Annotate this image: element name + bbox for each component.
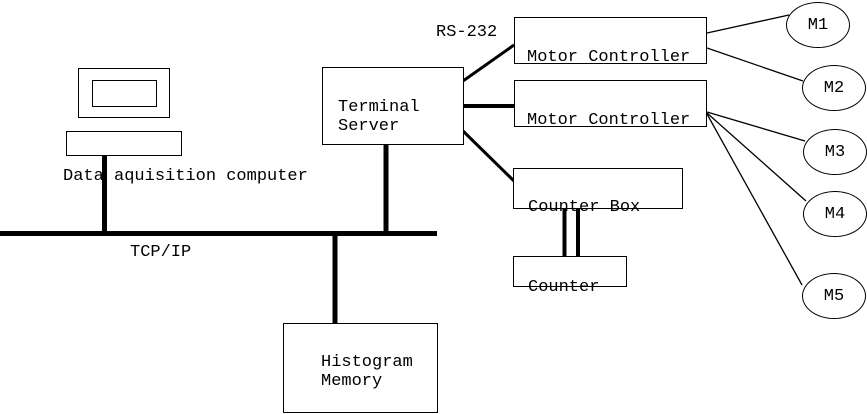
tcpip-label: TCP/IP [130, 243, 192, 262]
motor-node-m2: M2 [802, 65, 866, 111]
counter-unit-label: Counter [528, 278, 600, 297]
motor-controller-1-label: Motor Controller [527, 48, 691, 67]
mc2-m4-line [706, 112, 807, 202]
motor-controller-1-box: Motor Controller [514, 17, 707, 67]
motor-m1-label: M1 [807, 15, 829, 35]
motor-controller-2-label: Motor Controller [527, 111, 691, 130]
histogram-memory-box: Histogram Memory [283, 323, 438, 413]
mc2-m3-line [706, 111, 806, 142]
motor-m2-label: M2 [823, 78, 845, 98]
terminal-server-box: Terminal Server [322, 67, 464, 145]
keyboard-icon [66, 131, 182, 156]
counter-box-label: Counter Box [528, 198, 641, 217]
mc1-m1-line [706, 14, 790, 34]
counter-unit-box: Counter [513, 256, 627, 297]
mc1-m2-line [706, 47, 804, 82]
histogram-memory-label: Histogram Memory [321, 353, 413, 391]
terminal-server-label: Terminal Server [338, 98, 420, 136]
motor-m5-label: M5 [823, 286, 845, 306]
counter-box: Counter Box [513, 168, 683, 217]
mc2-m5-line [706, 113, 803, 286]
rs232-link-counterbox [461, 129, 516, 183]
data-acquisition-computer-label: Data aquisition computer [63, 167, 308, 186]
motor-node-m4: M4 [803, 191, 867, 237]
motor-node-m3: M3 [803, 129, 867, 175]
rs232-link-mc1 [462, 43, 515, 83]
motor-m4-label: M4 [824, 204, 846, 224]
motor-node-m1: M1 [786, 2, 850, 48]
motor-node-m5: M5 [802, 273, 866, 319]
motor-m3-label: M3 [824, 142, 846, 162]
monitor-screen-icon [92, 80, 157, 107]
rs232-label: RS-232 [436, 23, 498, 42]
motor-controller-2-box: Motor Controller [514, 80, 707, 130]
